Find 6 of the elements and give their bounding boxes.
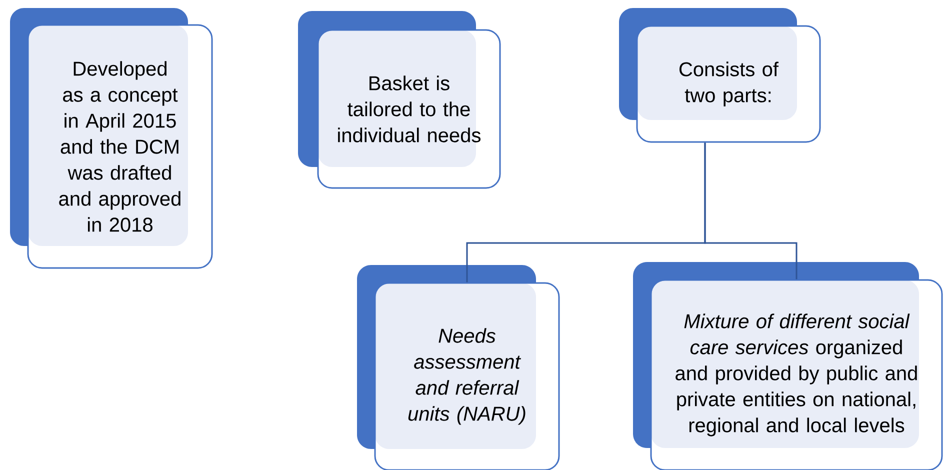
- rounded-box: Developed as a concept in April 2015 and the DCM was drafted and approved in 2018: [10, 8, 213, 269]
- rounded-box: Mixture of different social care services organized and provided by public and private entities on national, regional and local levels: [633, 262, 943, 470]
- rounded-box: Needs assessment and referral units (NARU): [357, 265, 560, 470]
- rounded-box: Basket is tailored to the individual needs: [298, 11, 501, 189]
- connector: [704, 142, 798, 280]
- rounded-box: Consists of two parts:: [619, 8, 821, 143]
